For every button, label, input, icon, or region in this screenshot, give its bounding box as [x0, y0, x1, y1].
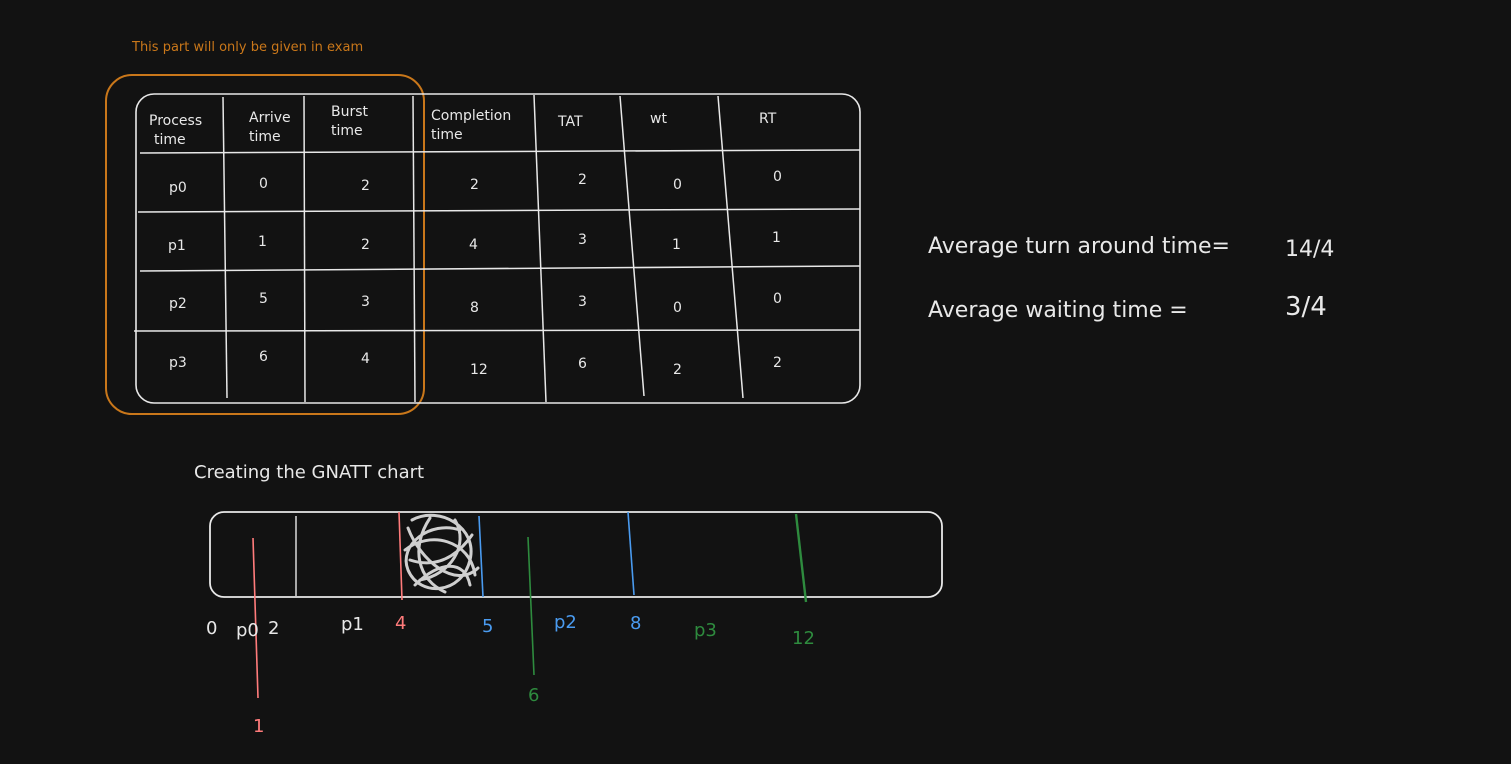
process-p0: p0 [236, 620, 259, 641]
table-header: Process time Arrive time Burst time Comp… [149, 104, 777, 148]
cell-rt: 0 [773, 169, 782, 185]
cell-rt: 2 [773, 355, 782, 371]
gantt-bar [209, 511, 943, 598]
avg-tat-value: 14/4 [1285, 237, 1334, 262]
exam-note: This part will only be given in exam [131, 40, 363, 55]
header-process-time: Process time [149, 113, 207, 148]
avg-tat-label: Average turn around time= [928, 234, 1230, 259]
table-column-lines [222, 94, 744, 403]
cell-arrive: 5 [259, 291, 268, 307]
cell-process: p3 [169, 355, 187, 371]
cell-tat: 6 [578, 356, 587, 372]
averages: Average turn around time= 14/4 Average w… [928, 234, 1334, 323]
time-12: 12 [792, 628, 815, 649]
cell-arrive: 6 [259, 349, 268, 365]
time-1: 1 [253, 716, 264, 737]
avg-wt-label: Average waiting time = [928, 298, 1188, 323]
cell-completion: 4 [469, 237, 478, 253]
header-rt: RT [759, 111, 777, 127]
given-columns-highlight [105, 74, 425, 415]
cell-completion: 2 [470, 177, 479, 193]
cell-wt: 2 [673, 362, 682, 378]
time-4: 4 [395, 613, 406, 634]
avg-wt-value: 3/4 [1285, 292, 1327, 322]
cell-wt: 0 [673, 300, 682, 316]
arrival-marker-6 [527, 536, 535, 676]
time-8: 8 [630, 613, 641, 634]
process-p2: p2 [554, 612, 577, 633]
cell-process: p1 [168, 238, 186, 254]
time-5: 5 [482, 616, 493, 637]
time-0: 0 [206, 618, 217, 639]
time-6: 6 [528, 685, 539, 706]
divider-12 [794, 513, 808, 603]
cell-wt: 1 [672, 237, 681, 253]
cell-burst: 2 [361, 178, 370, 194]
cell-arrive: 0 [259, 176, 268, 192]
scribble-mark [403, 513, 480, 594]
gantt-labels: 0 p0 2 p1 4 5 p2 8 p3 12 6 1 [206, 612, 815, 737]
header-arrive-time: Arrive time [249, 110, 295, 145]
cell-burst: 4 [361, 351, 370, 367]
divider-4 [398, 511, 403, 601]
cell-tat: 2 [578, 172, 587, 188]
cell-process: p0 [169, 180, 187, 196]
cell-tat: 3 [578, 232, 587, 248]
cell-rt: 0 [773, 291, 782, 307]
cell-process: p2 [169, 296, 187, 312]
table-border [135, 93, 861, 404]
divider-8 [627, 511, 635, 596]
cell-burst: 3 [361, 294, 370, 310]
gantt-dividers [252, 511, 808, 699]
divider-5 [478, 515, 484, 598]
header-completion-time: Completion time [431, 108, 516, 143]
cell-arrive: 1 [258, 234, 267, 250]
gantt-title: Creating the GNATT chart [194, 462, 424, 483]
cell-burst: 2 [361, 237, 370, 253]
header-burst-time: Burst time [331, 104, 372, 139]
cell-completion: 8 [470, 300, 479, 316]
table-row-lines [133, 149, 861, 332]
process-p1: p1 [341, 614, 364, 635]
time-2: 2 [268, 618, 279, 639]
header-tat: TAT [557, 114, 583, 130]
process-p3: p3 [694, 620, 717, 641]
table-body: p0 0 2 2 2 0 0 p1 1 2 4 3 1 1 p2 5 3 8 3… [168, 169, 782, 378]
cell-wt: 0 [673, 177, 682, 193]
arrival-marker-1 [252, 537, 259, 699]
header-wt: wt [650, 111, 667, 127]
cell-completion: 12 [470, 362, 488, 378]
cell-rt: 1 [772, 230, 781, 246]
cell-tat: 3 [578, 294, 587, 310]
